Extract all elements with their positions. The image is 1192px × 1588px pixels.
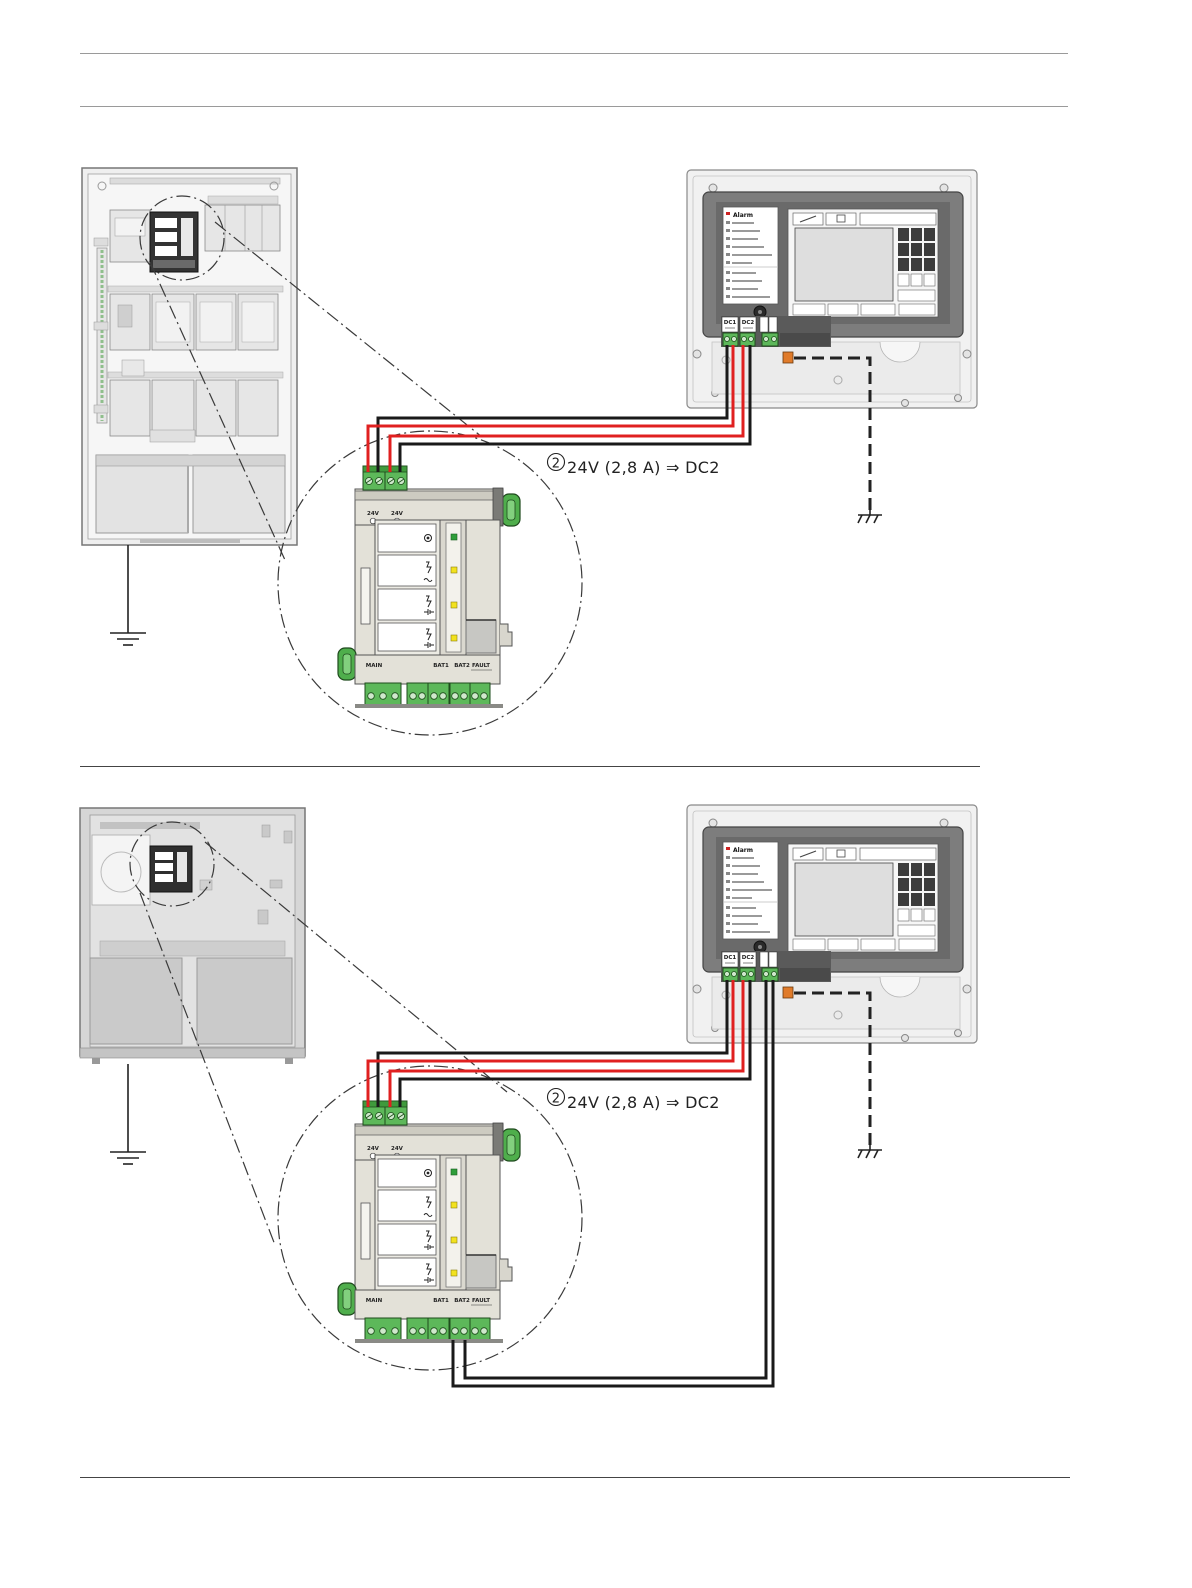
din-clamp-left[interactable] xyxy=(338,1283,356,1315)
highlighted-module xyxy=(150,846,192,892)
led-indicator-list: Alarm xyxy=(723,842,778,939)
enter-key[interactable] xyxy=(898,290,935,301)
led-label-alarm: Alarm xyxy=(733,212,753,219)
earth-ground-symbol xyxy=(110,545,146,645)
terminal-label-dc2: DC2 xyxy=(742,320,755,326)
status-field xyxy=(860,848,936,860)
callout-label: 2 24V (2,8 A) ⇒ DC2 xyxy=(548,1089,720,1113)
earth-ground-symbol xyxy=(110,1064,146,1164)
led-yellow xyxy=(451,567,457,573)
led-yellow xyxy=(451,1202,457,1208)
input-label-1: 24V xyxy=(367,1146,380,1152)
led-yellow xyxy=(451,1237,457,1243)
label-bat2: BAT2 xyxy=(454,1298,470,1304)
display-screen xyxy=(795,228,893,301)
output-terminal-blocks[interactable] xyxy=(365,1318,490,1340)
back-button[interactable] xyxy=(828,939,858,950)
label-main: MAIN xyxy=(366,1298,383,1304)
callout-number: 2 xyxy=(552,457,561,472)
din-clamp-right[interactable] xyxy=(502,1129,520,1161)
label-main: MAIN xyxy=(366,663,383,669)
enter-key[interactable] xyxy=(898,925,935,936)
control-panel: Alarm xyxy=(687,805,977,1043)
wiring-diagram-2: Alarm xyxy=(80,805,977,1386)
cabinet-small xyxy=(80,808,305,1064)
cabinet-large xyxy=(82,168,297,545)
led-green xyxy=(451,1169,457,1175)
input-label-2: 24V xyxy=(391,1146,404,1152)
led-green xyxy=(451,534,457,540)
label-bat1: BAT1 xyxy=(433,663,449,669)
home-button[interactable] xyxy=(793,304,825,315)
led-label-alarm: Alarm xyxy=(733,847,753,854)
wire-positive xyxy=(368,980,733,1107)
callout-text: 24V (2,8 A) ⇒ DC2 xyxy=(567,458,720,477)
display-module xyxy=(788,209,938,317)
label-fault: FAULT xyxy=(472,1298,490,1304)
display-module xyxy=(788,844,938,952)
status-field xyxy=(860,213,936,225)
wiring-assembly-2: Alarm xyxy=(278,805,977,1370)
panel-terminal-strip: DC1 DC2 xyxy=(721,316,831,347)
power-supply-module: 24V 24V xyxy=(338,466,520,708)
key-button[interactable] xyxy=(861,939,895,950)
wire-positive xyxy=(368,345,733,472)
control-panel: Alarm xyxy=(687,170,977,408)
led-yellow xyxy=(451,1270,457,1276)
wiring-assembly-1: Alarm xyxy=(278,170,977,735)
terminal-label-dc1: DC1 xyxy=(724,320,737,326)
panel-terminal-strip: DC1 DC2 xyxy=(721,951,831,982)
din-clamp-left[interactable] xyxy=(338,648,356,680)
back-button[interactable] xyxy=(828,304,858,315)
input-label-1: 24V xyxy=(367,511,380,517)
input-label-2: 24V xyxy=(391,511,404,517)
mute-button[interactable] xyxy=(899,939,935,950)
label-bat2: BAT2 xyxy=(454,663,470,669)
wire-negative xyxy=(378,980,727,1107)
label-bat1: BAT1 xyxy=(433,1298,449,1304)
ground-connector xyxy=(783,352,793,363)
output-terminal-blocks[interactable] xyxy=(365,683,490,705)
wire-negative xyxy=(378,345,727,472)
display-screen xyxy=(795,863,893,936)
label-fault: FAULT xyxy=(472,663,490,669)
ground-connector xyxy=(783,987,793,998)
led-yellow xyxy=(451,635,457,641)
home-button[interactable] xyxy=(793,939,825,950)
key-button[interactable] xyxy=(861,304,895,315)
terminal-label-dc2: DC2 xyxy=(742,955,755,961)
highlighted-module xyxy=(150,212,198,272)
callout-number: 2 xyxy=(552,1092,561,1107)
callout-label: 2 24V (2,8 A) ⇒ DC2 xyxy=(548,454,720,478)
din-clamp-right[interactable] xyxy=(502,494,520,526)
led-indicator-list: Alarm xyxy=(723,207,778,304)
terminal-label-dc1: DC1 xyxy=(724,955,737,961)
power-supply-module: 24V 24V xyxy=(338,1101,520,1343)
led-yellow xyxy=(451,602,457,608)
wiring-diagram-1: Alarm xyxy=(82,168,977,735)
callout-text: 24V (2,8 A) ⇒ DC2 xyxy=(567,1093,720,1112)
mute-button[interactable] xyxy=(899,304,935,315)
numeric-keypad[interactable] xyxy=(898,863,935,936)
numeric-keypad[interactable] xyxy=(898,228,935,301)
